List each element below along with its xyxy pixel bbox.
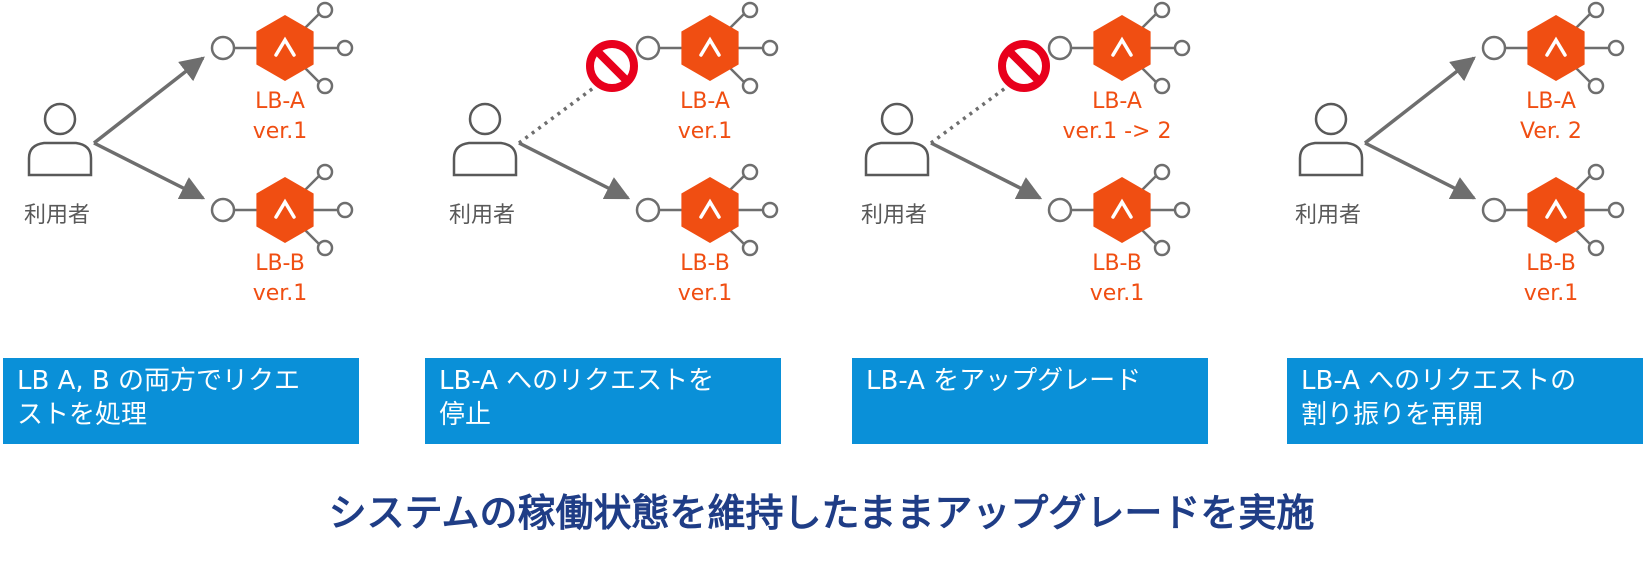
lb-name: LB-B [255,251,305,276]
user-label: 利用者 [449,203,515,228]
user-icon [452,102,518,177]
caret-up-icon [699,198,721,219]
hexagon-icon [256,177,314,243]
caption-4: LB-A へのリクエストの割り振りを再開 [1287,358,1643,444]
user-icon [1298,102,1364,177]
load-balancer-bottom: LB-B ver.1 [1481,163,1625,306]
hexagon-icon [1527,177,1585,243]
caret-up-icon [1111,198,1133,219]
lb-version: ver.1 -> 2 [1063,119,1172,144]
lb-name: LB-A [1526,89,1576,114]
network-spokes-icon [1047,163,1191,257]
caret-up-icon [274,36,296,57]
arrow-to-top [1363,56,1476,145]
load-balancer-top: LB-A ver.1 -> 2 [1047,1,1191,144]
caret-up-icon [1545,36,1567,57]
caption-line: 停止 [439,400,492,430]
hexagon-icon [1093,177,1151,243]
caption-line: LB-A へのリクエストの [1301,366,1577,396]
caption-line: LB A, B の両方でリクエ [17,366,301,396]
lb-version: ver.1 [253,119,308,144]
load-balancer-bottom: LB-B ver.1 [635,163,779,306]
hexagon-icon [681,177,739,243]
arrow-to-bottom [1364,141,1477,200]
hexagon-icon [681,15,739,81]
user-label: 利用者 [24,203,90,228]
arrow-to-bottom [930,141,1043,200]
caption-line: ストを処理 [17,400,148,430]
lb-name: LB-B [680,251,730,276]
prohibited-icon [998,40,1050,92]
caret-up-icon [1111,36,1133,57]
user-icon [864,102,930,177]
user-label: 利用者 [861,203,927,228]
caret-up-icon [699,36,721,57]
lb-version: ver.1 [678,119,733,144]
caption-line: LB-A をアップグレード [866,366,1142,396]
caption-line: 割り振りを再開 [1301,400,1484,430]
load-balancer-top: LB-A ver.1 [635,1,779,144]
load-balancer-top: LB-A ver.1 [210,1,354,144]
lb-version: ver.1 [1090,281,1145,306]
hexagon-icon [1093,15,1151,81]
summary-title: システムの稼働状態を維持したままアップグレードを実施 [328,491,1315,535]
load-balancer-bottom: LB-B ver.1 [210,163,354,306]
prohibited-icon [586,40,638,92]
caption-line: LB-A へのリクエストを [439,366,715,396]
panel-4: 利用者 LB-A Ver. 2 LB-B ver.1 [1295,1,1625,306]
hexagon-icon [1527,15,1585,81]
lb-name: LB-B [1092,251,1142,276]
caption-1: LB A, B の両方でリクエストを処理 [3,358,359,444]
user-label: 利用者 [1295,203,1361,228]
lb-name: LB-A [680,89,730,114]
caret-up-icon [274,198,296,219]
user-icon [27,102,93,177]
arrow-to-bottom [518,141,631,200]
lb-version: ver.1 [1524,281,1579,306]
panel-3: 利用者 LB-A ver.1 -> 2 LB-B ver.1 [861,1,1191,306]
lb-version: Ver. 2 [1520,119,1582,144]
arrow-to-top [92,56,205,145]
hexagon-icon [256,15,314,81]
caption-3: LB-A をアップグレード [852,358,1208,444]
caption-2: LB-A へのリクエストを停止 [425,358,781,444]
lb-version: ver.1 [678,281,733,306]
load-balancer-top: LB-A Ver. 2 [1481,1,1625,144]
arrow-to-bottom [93,141,206,200]
lb-name: LB-B [1526,251,1576,276]
load-balancer-bottom: LB-B ver.1 [1047,163,1191,306]
caret-up-icon [1545,198,1567,219]
lb-name: LB-A [1092,89,1142,114]
lb-name: LB-A [255,89,305,114]
lb-version: ver.1 [253,281,308,306]
